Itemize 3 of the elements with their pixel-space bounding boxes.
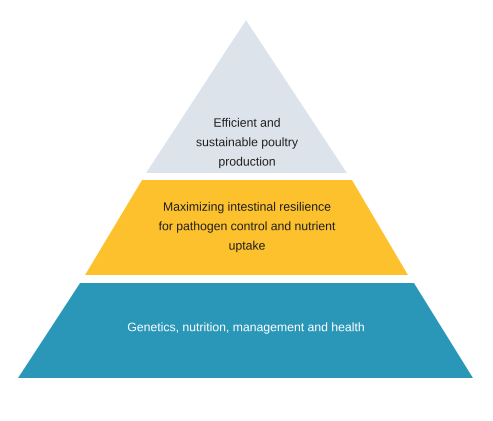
pyramid-apex: Efficient and sustainable poultry production — [146, 20, 347, 173]
pyramid-tier: Maximizing intestinal resilience for pathogen control and nutrient uptake — [85, 180, 408, 275]
pyramid-base: Genetics, nutrition, management and health — [18, 283, 473, 378]
